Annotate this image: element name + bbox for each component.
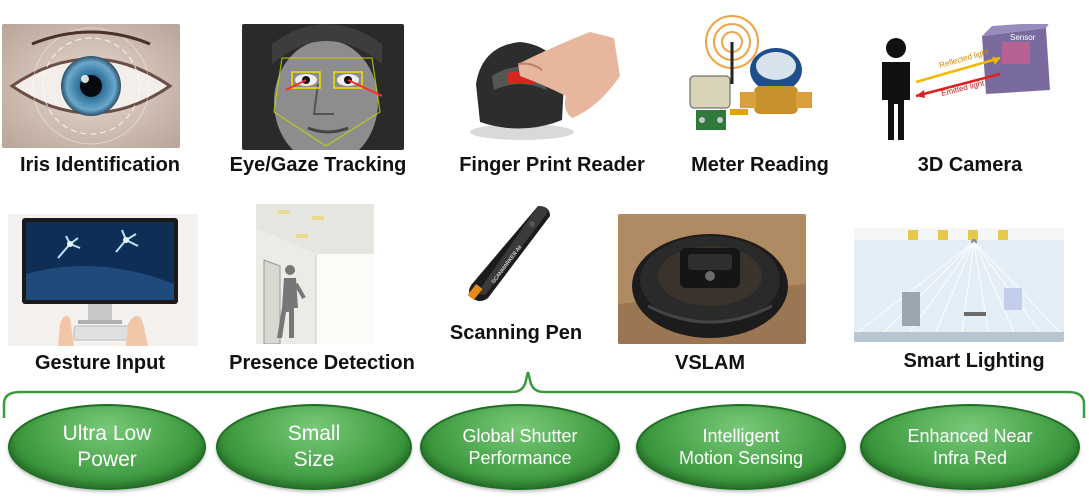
feature-line1: Enhanced Near [907,425,1033,446]
robot-vacuum-image [618,214,806,344]
app-label-vslam: VSLAM [675,352,745,374]
app-label-presence: Presence Detection [229,352,415,374]
feature-line2: Infra Red [932,448,1008,468]
feature-intelligent-motion: Intelligent Motion Sensing [636,404,846,490]
app-label-fingerprint: Finger Print Reader [459,154,645,176]
feature-enhanced-nir: Enhanced Near Infra Red [860,404,1080,490]
gesture-monitor-image [8,214,198,346]
feature-line1: Intelligent [702,425,780,446]
feature-line1: Small [287,421,341,445]
feature-line2: Performance [468,448,572,468]
feature-line2: Power [77,448,137,471]
water-meter-image [684,14,824,148]
presence-room-image [256,204,374,344]
app-label-smart-lighting: Smart Lighting [903,350,1045,372]
app-label-gesture: Gesture Input [34,352,166,374]
smart-lighting-image [854,228,1064,342]
feature-line1: Ultra Low [62,421,152,445]
app-label-meter: Meter Reading [691,154,829,176]
fingerprint-reader-image [462,24,622,148]
feature-line1: Global Shutter [462,425,578,446]
app-label-gaze: Eye/Gaze Tracking [229,154,407,176]
tof-camera-image: Sensor Reflected light Emitted light [872,24,1058,148]
app-label-3d-camera: 3D Camera [917,154,1023,176]
app-label-iris: Iris Identification [19,154,181,176]
feature-small-size: Small Size [216,404,412,490]
sensor-label: Sensor [1010,33,1036,42]
gaze-tracking-image [242,24,404,150]
scanning-pen-image: SCANMARKER Air [464,204,560,304]
feature-line2: Size [293,448,335,471]
feature-line2: Motion Sensing [678,448,804,468]
app-label-scanning-pen: Scanning Pen [449,322,583,344]
grouping-brace [2,371,1086,418]
feature-global-shutter: Global Shutter Performance [420,404,620,490]
feature-ultra-low-power: Ultra Low Power [8,404,206,490]
iris-image [2,24,180,148]
